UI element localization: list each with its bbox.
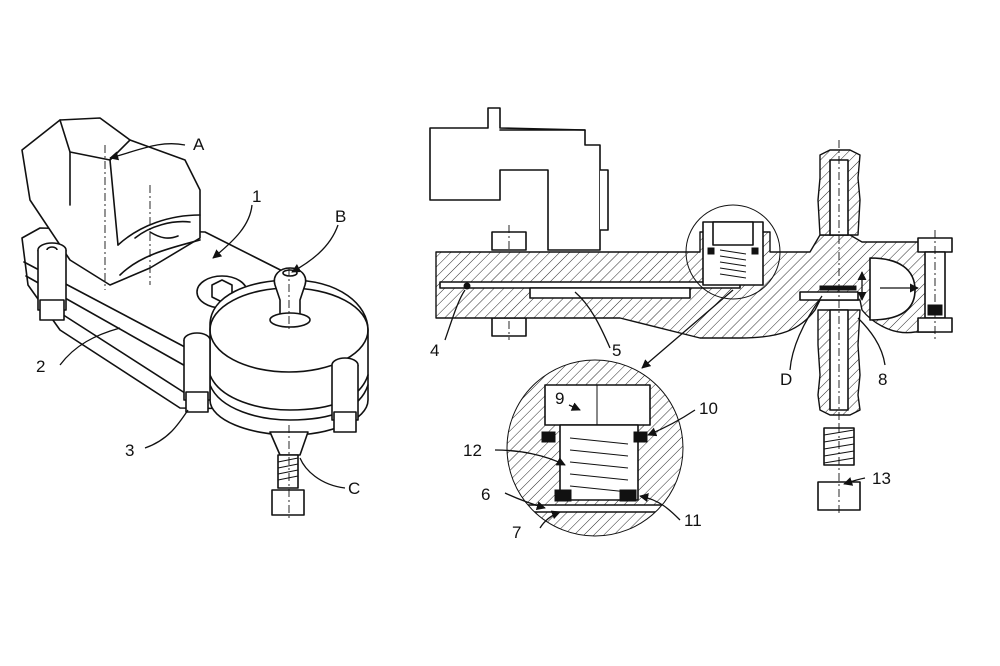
leaders xyxy=(59,143,886,529)
connector-outline xyxy=(429,107,601,251)
label-1: 1 xyxy=(252,187,261,206)
label-6: 6 xyxy=(481,485,490,504)
label-8: 8 xyxy=(878,370,887,389)
label-7: 7 xyxy=(512,523,521,542)
label-13: 13 xyxy=(872,469,891,488)
label-b: B xyxy=(335,207,346,226)
label-d: D xyxy=(780,370,792,389)
label-12: 12 xyxy=(463,441,482,460)
detail-view xyxy=(506,359,684,537)
label-3: 3 xyxy=(125,441,134,460)
label-a: A xyxy=(193,135,205,154)
label-9: 9 xyxy=(555,389,564,408)
label-c: C xyxy=(348,479,360,498)
section-view xyxy=(429,107,953,515)
isometric-view xyxy=(21,117,369,520)
label-2: 2 xyxy=(36,357,45,376)
label-10: 10 xyxy=(699,399,718,418)
label-5: 5 xyxy=(612,341,621,360)
label-4: 4 xyxy=(430,341,439,360)
label-11: 11 xyxy=(684,511,702,530)
pump-body xyxy=(209,279,369,436)
labels: A 1 B 2 3 C 4 5 D 8 9 10 12 6 11 7 13 xyxy=(36,135,891,542)
